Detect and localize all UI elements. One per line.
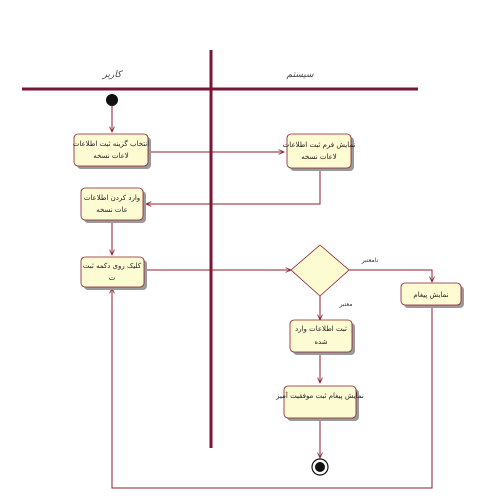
activity-error-message: نمایش پیغام [400,282,464,308]
guard-invalid: نامعتبر [361,257,379,264]
svg-text:عات نسخه: عات نسخه [96,206,128,214]
svg-text:وارد کردن اطلاعات: وارد کردن اطلاعات [84,194,140,202]
swimlane-label-system: سیستم [287,70,314,80]
flow-error-loop-back [112,288,433,489]
svg-text:لاعات نسخه: لاعات نسخه [93,152,129,160]
decision-node [290,244,350,297]
svg-text:نمایش پیغام ثبت موفقیت آمیز: نمایش پیغام ثبت موفقیت آمیز [275,391,364,400]
activity-save-info: ثبت اطلاعات وارد شده [289,319,355,355]
svg-text:ثبت اطلاعات وارد: ثبت اطلاعات وارد [295,325,347,333]
flow-form-to-enter [146,168,321,204]
svg-text:ت: ت [109,274,116,282]
svg-text:نمایش فرم ثبت اطلاعات: نمایش فرم ثبت اطلاعات [283,141,356,149]
activity-select-info-option: انتخاب گزینه ثبت اطلاعات لاعات نسخه [73,133,151,169]
svg-text:لاعات نسخه: لاعات نسخه [301,153,337,161]
svg-text:انتخاب گزینه ثبت اطلاعات: انتخاب گزینه ثبت اطلاعات [73,139,150,148]
flow-decision-invalid [349,269,432,282]
activity-show-form: نمایش فرم ثبت اطلاعات لاعات نسخه [283,133,356,171]
activity-enter-info: وارد کردن اطلاعات عات نسخه [80,187,146,223]
svg-text:کلیک روی دکمه ثبت: کلیک روی دکمه ثبت [83,262,142,270]
activity-click-submit: کلیک روی دکمه ثبت ت [80,256,147,290]
svg-text:شده: شده [314,338,327,346]
svg-text:نمایش پیغام: نمایش پیغام [413,291,448,299]
final-node [311,458,329,476]
guard-valid: معتبر [338,301,352,308]
activity-success-message: نمایش پیغام ثبت موفقیت آمیز [275,385,364,421]
swimlane-label-user: کاربر [102,70,124,80]
initial-node [106,94,118,106]
